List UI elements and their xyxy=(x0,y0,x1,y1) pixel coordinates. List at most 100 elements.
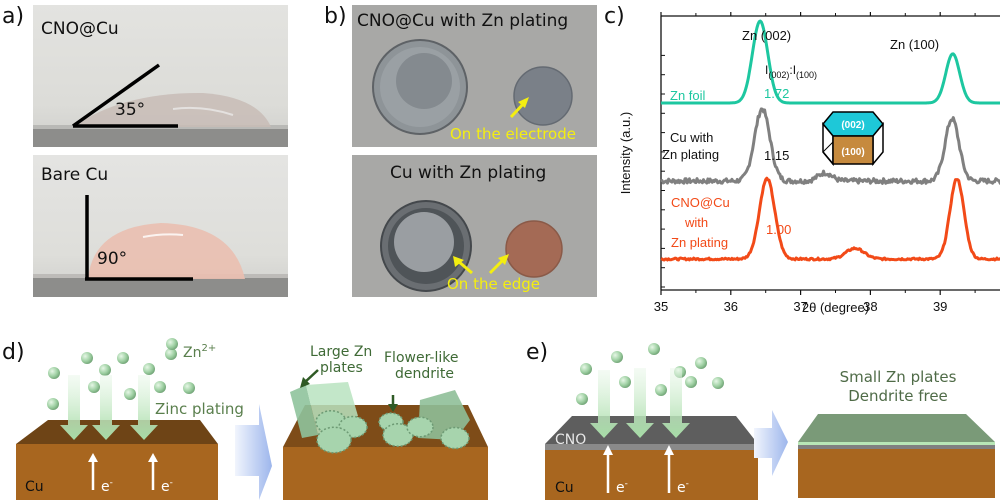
droplet-bare-cu xyxy=(33,195,288,297)
dendrite-cluster xyxy=(406,416,434,438)
ratio-header-sub2: (100) xyxy=(796,70,817,80)
x-axis-label: 2θ (degree) xyxy=(802,300,869,315)
panel-a-letter: a) xyxy=(2,4,25,29)
peak-label: Zn (002) xyxy=(742,28,791,43)
zn-ion-sphere xyxy=(124,388,136,400)
series-label: Cu with xyxy=(670,130,713,145)
x-tick-label: 35 xyxy=(654,299,668,314)
flower-like-label-1: Flower-like xyxy=(384,350,458,366)
intensity-ratio-value: 1.00 xyxy=(766,222,791,237)
crystal-side-face xyxy=(832,135,874,165)
zn-ion-sphere xyxy=(81,352,93,364)
zn-plating-photo-bare-cu: Cu with Zn plating On the edge xyxy=(352,155,597,297)
droplet-cno-cu xyxy=(33,63,288,147)
flower-like-dendrites xyxy=(315,410,470,454)
cno-cu-block xyxy=(545,416,758,500)
xrd-text-group: 2θ (degree) Intensity (a.u.) 35363738394… xyxy=(618,28,947,315)
transition-arrow-d[interactable] xyxy=(235,404,272,500)
zn-ion-sphere xyxy=(88,381,100,393)
transition-arrow-e[interactable] xyxy=(754,410,788,476)
x-tick-label: 37 xyxy=(793,299,807,314)
cno-cu-zn-plating-label: CNO@Cu with Zn plating xyxy=(357,11,569,31)
on-the-electrode-annotation: On the electrode xyxy=(450,125,576,143)
cno-label: CNO xyxy=(555,432,586,448)
zn-ion-sphere xyxy=(611,351,623,363)
dendrite-cluster xyxy=(316,426,352,454)
zn-ion-sphere xyxy=(165,348,177,360)
crystal-inset: (002) (100) xyxy=(822,111,884,167)
peak-label: Zn (100) xyxy=(890,37,939,52)
zn-ions-e xyxy=(576,343,724,405)
series-label: Zn plating xyxy=(662,147,719,162)
zn-ion-sphere xyxy=(712,377,724,389)
ratio-header: I(002):I(100) xyxy=(765,63,817,80)
electrode-discs-bare-cu xyxy=(380,200,563,292)
zn-ion-sphere xyxy=(143,363,155,375)
series-label: with xyxy=(684,215,708,230)
panel-d-letter: d) xyxy=(2,340,25,365)
xrd-series-group xyxy=(660,19,1000,262)
electron-arrows-d xyxy=(88,453,158,490)
contact-angle-photo-bare-cu: Bare Cu 90° xyxy=(33,155,288,297)
pointer-arrows-d xyxy=(300,369,398,412)
ratio-header-sub1: (002) xyxy=(768,70,789,80)
zn-plating-photo-cno-cu: CNO@Cu with Zn plating On the electrode xyxy=(352,5,597,147)
panel-e-diagram: CNO Cu e- e- Small Zn plates Dendrite fr… xyxy=(545,343,995,500)
xrd-axes xyxy=(660,12,1000,295)
x-tick-label: 38 xyxy=(863,299,877,314)
intensity-ratio-value: 1.72 xyxy=(764,86,789,101)
crystal-100-label: (100) xyxy=(841,147,864,158)
zinc-plating-label: Zinc plating xyxy=(155,400,244,418)
panel-b-letter: b) xyxy=(324,4,347,29)
panel-c-letter: c) xyxy=(604,4,625,29)
series-label: Zn plating xyxy=(671,235,728,250)
ratio-header-sep: :I xyxy=(789,63,796,77)
cu-label-d: Cu xyxy=(25,479,44,495)
zn-ion-sphere xyxy=(154,381,166,393)
zn-ion-sphere xyxy=(48,367,60,379)
cu-block-before xyxy=(16,420,218,500)
cno-cu-label: CNO@Cu xyxy=(41,19,119,39)
zn-ion-sphere xyxy=(576,393,588,405)
plating-arrows-e xyxy=(590,368,690,438)
cu-zn-plating-label: Cu with Zn plating xyxy=(390,163,547,183)
flower-like-label-2: dendrite xyxy=(395,366,454,382)
panel-d-diagram: Zn2+ Zinc plating Cu e- e- Large Zn plat… xyxy=(16,338,488,500)
zn-ion-label: Zn2+ xyxy=(183,343,216,361)
on-the-edge-annotation: On the edge xyxy=(447,275,540,293)
zn-ions-d xyxy=(47,338,195,410)
xrd-series-line xyxy=(660,176,1000,262)
xrd-series-line xyxy=(660,19,1000,105)
contact-angle-90: 90° xyxy=(97,249,128,269)
zn-ion-sphere xyxy=(655,384,667,396)
x-tick-label: 36 xyxy=(724,299,738,314)
cu-label-e: Cu xyxy=(555,480,574,496)
dendrite-free-block xyxy=(798,414,995,498)
dendrite-free-label: Dendrite free xyxy=(848,387,948,405)
xrd-series-line xyxy=(660,107,1000,185)
electron-label-d1: e- xyxy=(101,478,113,495)
zn-ion-sphere xyxy=(99,364,111,376)
ratio-header-i: I xyxy=(765,63,768,77)
dendrite-cluster xyxy=(440,426,470,450)
crystal-002-label: (002) xyxy=(841,120,864,131)
zn-ion-sphere xyxy=(47,398,59,410)
contact-angle-35: 35° xyxy=(115,100,146,120)
electron-arrows-e xyxy=(603,445,674,493)
series-label: Zn foil xyxy=(670,88,706,103)
bare-cu-label: Bare Cu xyxy=(41,165,109,185)
x-tick-label: 39 xyxy=(933,299,947,314)
zn-ion-sphere xyxy=(685,376,697,388)
intensity-ratio-value: 1.15 xyxy=(764,148,789,163)
zn-ion-sphere xyxy=(648,343,660,355)
panel-e-letter: e) xyxy=(526,340,549,365)
zn-ion-sphere xyxy=(166,338,178,350)
large-zn-label-2: plates xyxy=(320,360,363,376)
small-zn-plates-label: Small Zn plates xyxy=(840,368,957,386)
plating-arrows-d xyxy=(60,375,158,440)
electrode-discs-cno-cu xyxy=(372,39,573,135)
electron-label-e2: e- xyxy=(677,479,689,496)
electron-label-d2: e- xyxy=(161,478,173,495)
zn-ion-sphere xyxy=(183,382,195,394)
zn-ion-sphere xyxy=(695,357,707,369)
